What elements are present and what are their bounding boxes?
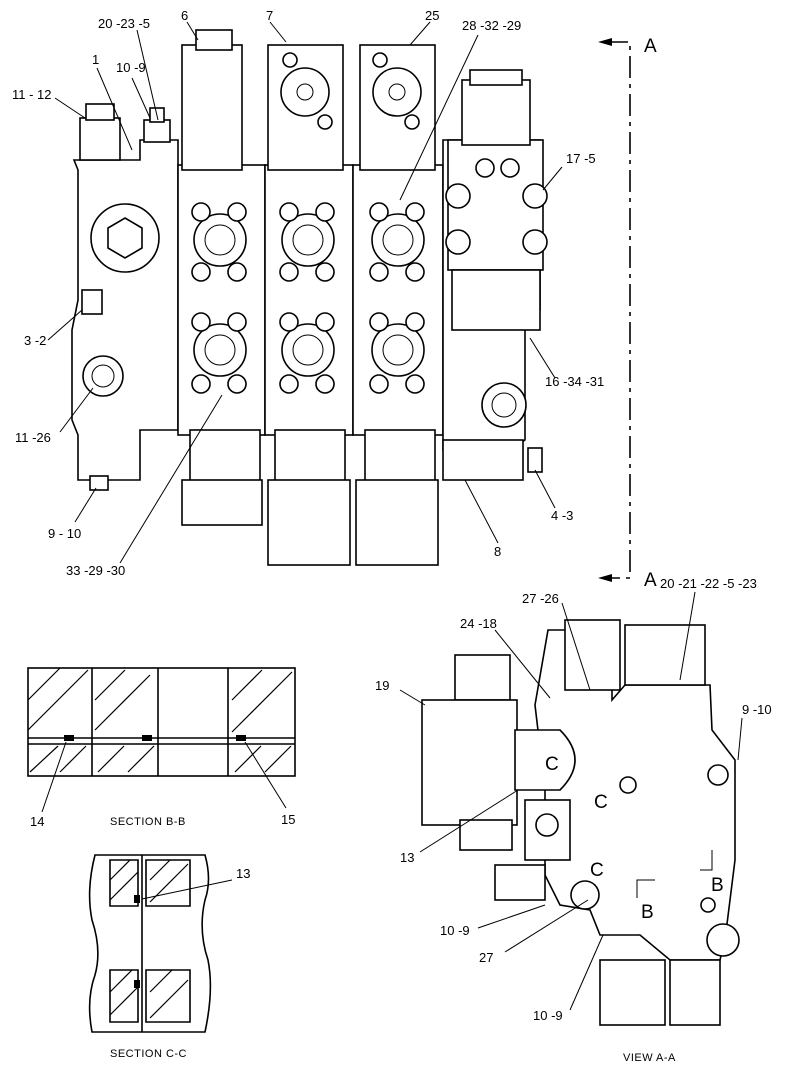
flange-ports bbox=[191, 202, 425, 394]
callout-27: 27 bbox=[479, 950, 493, 965]
callout-4-3: 4 -3 bbox=[551, 508, 573, 523]
marker-b-right: B bbox=[711, 875, 724, 896]
callout-9-10-right: 9 -10 bbox=[742, 702, 772, 717]
callout-17-5: 17 -5 bbox=[566, 151, 596, 166]
section-b-b bbox=[27, 667, 296, 813]
caption-section-bb: SECTION B-B bbox=[110, 816, 186, 828]
callout-3-2: 3 -2 bbox=[24, 333, 46, 348]
callout-9-10-left: 9 - 10 bbox=[48, 526, 81, 541]
callout-27-26: 27 -26 bbox=[522, 591, 559, 606]
callout-19: 19 bbox=[375, 678, 389, 693]
caption-view-aa: VIEW A-A bbox=[623, 1052, 676, 1064]
leader-lines-main bbox=[47, 21, 563, 564]
valve-section-3 bbox=[352, 44, 444, 566]
marker-c-lower: C bbox=[590, 860, 604, 881]
marker-b-left: B bbox=[641, 902, 654, 923]
callout-6: 6 bbox=[181, 8, 188, 23]
marker-a-bottom: A bbox=[644, 570, 657, 591]
view-a-a: C C C B B bbox=[399, 591, 743, 1026]
section-c-c bbox=[88, 854, 233, 1033]
callout-labels: 20 -23 -5 6 7 25 28 -32 -29 1 10 -9 11 -… bbox=[12, 8, 772, 1023]
callout-10-9-mid: 10 -9 bbox=[440, 923, 470, 938]
valve-section-1 bbox=[177, 29, 266, 526]
callout-24-18: 24 -18 bbox=[460, 616, 497, 631]
callout-7: 7 bbox=[266, 8, 273, 23]
marker-a-top: A bbox=[644, 36, 657, 57]
callout-10-9-bottom: 10 -9 bbox=[533, 1008, 563, 1023]
marker-c-upper: C bbox=[594, 792, 608, 813]
callout-10-9-top: 10 -9 bbox=[116, 60, 146, 75]
callout-33-29-30: 33 -29 -30 bbox=[66, 563, 125, 578]
callout-15: 15 bbox=[281, 812, 295, 827]
callout-1: 1 bbox=[92, 52, 99, 67]
callout-28-32-29: 28 -32 -29 bbox=[462, 18, 521, 33]
callout-13-view: 13 bbox=[400, 850, 414, 865]
callout-16-34-31: 16 -34 -31 bbox=[545, 374, 604, 389]
callout-11-26: 11 -26 bbox=[15, 430, 51, 445]
main-valve-assembly bbox=[71, 29, 548, 566]
caption-section-cc: SECTION C-C bbox=[110, 1048, 187, 1060]
callout-20-21-22-5-23: 20 -21 -22 -5 -23 bbox=[660, 576, 757, 591]
valve-section-2 bbox=[264, 44, 354, 566]
section-line-a: A A bbox=[598, 36, 657, 591]
callout-11-12: 11 - 12 bbox=[12, 87, 52, 102]
callout-14: 14 bbox=[30, 814, 44, 829]
callout-13-section: 13 bbox=[236, 866, 250, 881]
captions: SECTION B-B SECTION C-C VIEW A-A bbox=[110, 816, 676, 1064]
marker-c-port: C bbox=[545, 754, 559, 775]
callout-8: 8 bbox=[494, 544, 501, 559]
callout-20-23-5: 20 -23 -5 bbox=[98, 16, 150, 31]
callout-25: 25 bbox=[425, 8, 439, 23]
